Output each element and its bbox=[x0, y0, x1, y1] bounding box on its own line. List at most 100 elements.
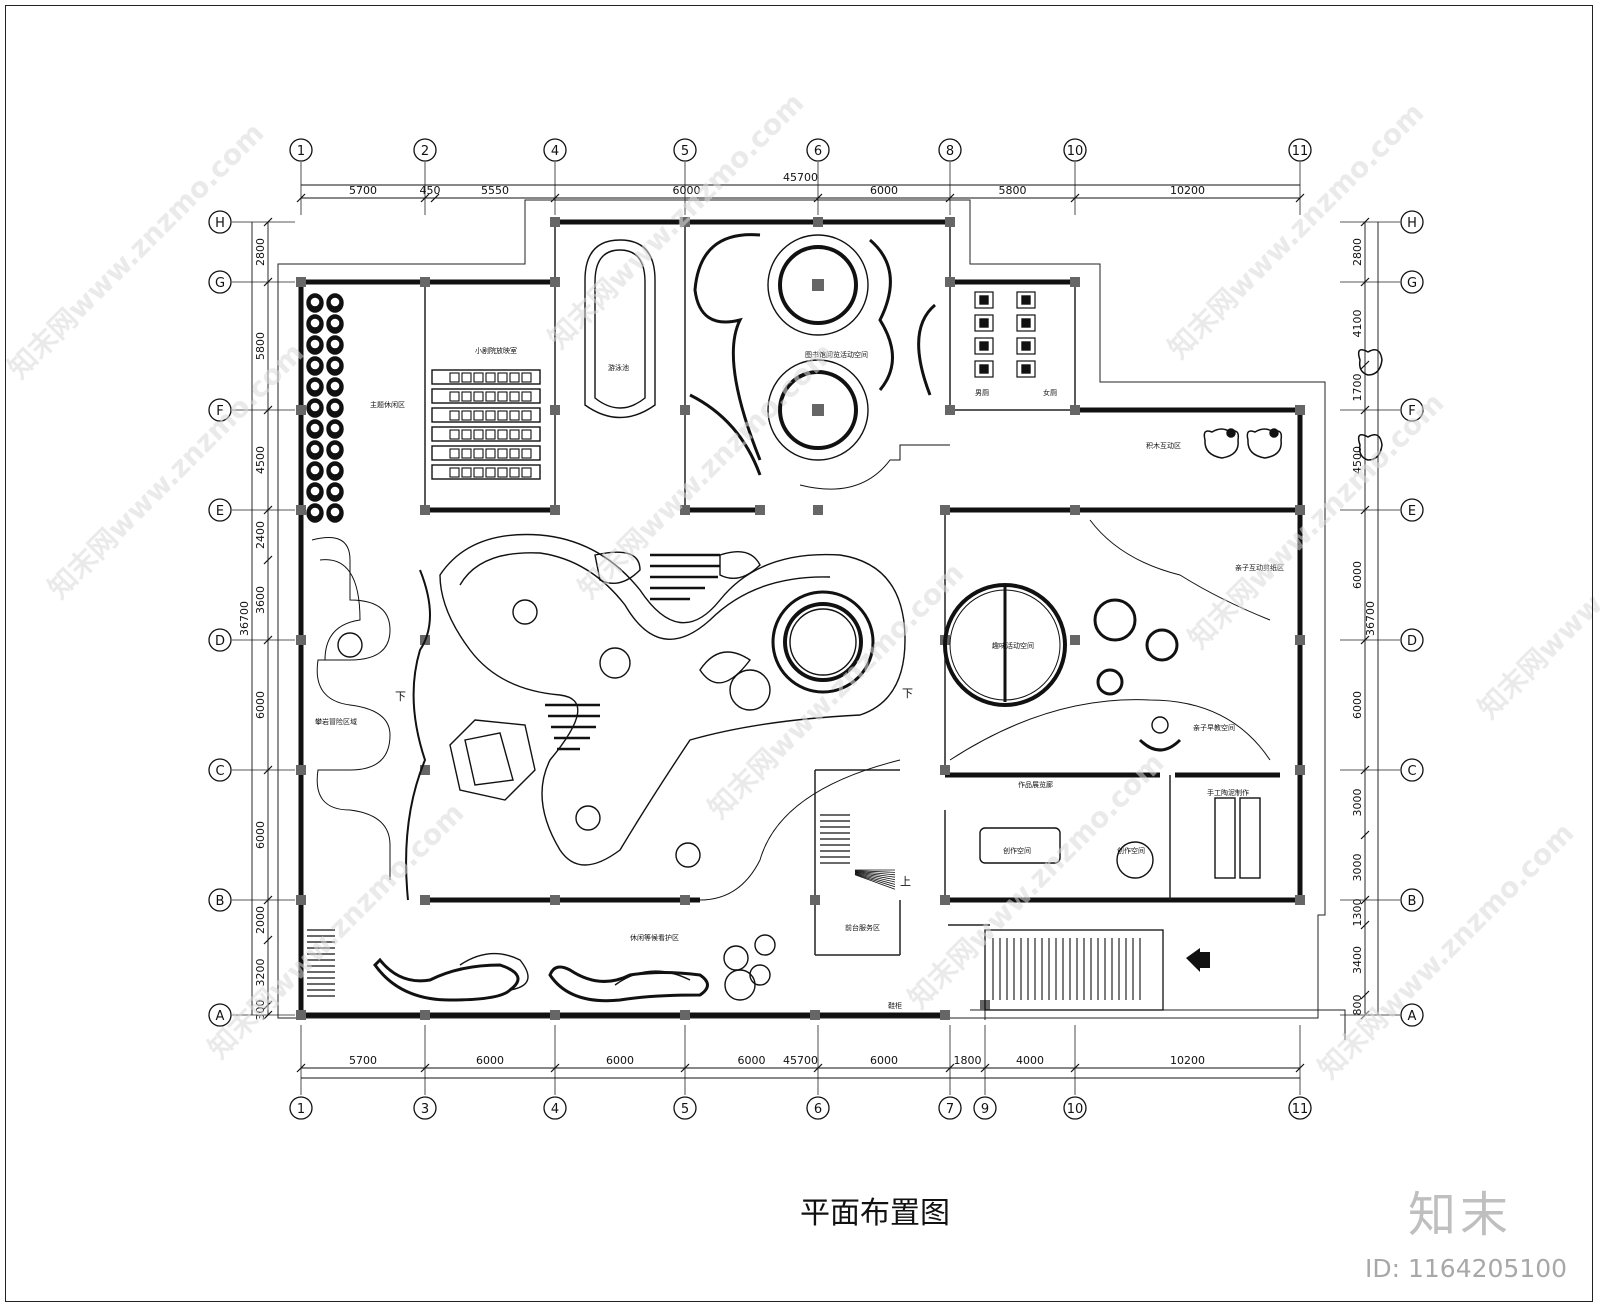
label-front-desk: 前台服务区 bbox=[845, 923, 880, 932]
axis-bubble-top-11: 11 bbox=[1288, 138, 1312, 162]
axis-bubble-right-D: D bbox=[1400, 628, 1424, 652]
svg-text:D: D bbox=[1407, 634, 1417, 649]
svg-text:1: 1 bbox=[297, 144, 305, 159]
svg-text:10: 10 bbox=[1067, 144, 1084, 159]
svg-text:5550: 5550 bbox=[481, 184, 509, 197]
svg-text:6000: 6000 bbox=[254, 821, 267, 849]
drawing-title: 平面布置图 bbox=[800, 1196, 950, 1231]
svg-text:2000: 2000 bbox=[254, 906, 267, 934]
svg-text:9: 9 bbox=[981, 1102, 989, 1117]
axis-bubble-bottom-7: 7 bbox=[938, 1096, 962, 1120]
axis-bubble-top-4: 4 bbox=[543, 138, 567, 162]
label-create-2: 创作空间 bbox=[1117, 846, 1145, 855]
brand-logo-text: 知末 bbox=[1408, 1187, 1513, 1243]
svg-text:5: 5 bbox=[681, 144, 689, 159]
axis-bubble-bottom-1: 1 bbox=[289, 1096, 313, 1120]
label-create-1: 创作空间 bbox=[1003, 846, 1031, 855]
svg-text:5: 5 bbox=[681, 1102, 689, 1117]
svg-text:2400: 2400 bbox=[254, 521, 267, 549]
room-labels: 主题休闲区 小剧院放映室 游泳池 图书馆阅览活动空间 男厕 女厕 积木互动区 亲… bbox=[315, 346, 1284, 1010]
axis-bubble-bottom-11: 11 bbox=[1288, 1096, 1312, 1120]
left-dimension-chain: 2800580045002400360060006000200032003003… bbox=[238, 217, 273, 1021]
axis-bubble-left-G: G bbox=[208, 270, 232, 294]
svg-text:45700: 45700 bbox=[783, 171, 818, 184]
svg-text:5700: 5700 bbox=[349, 184, 377, 197]
svg-text:3400: 3400 bbox=[1351, 946, 1364, 974]
axis-bubble-right-H: H bbox=[1400, 210, 1424, 234]
svg-text:6000: 6000 bbox=[1351, 691, 1364, 719]
label-down-left: 下 bbox=[395, 690, 406, 703]
right-dimension-chain: 2800410017004500600060003000300013003400… bbox=[1351, 217, 1379, 1020]
svg-text:11: 11 bbox=[1292, 144, 1309, 159]
axis-bubble-left-D: D bbox=[208, 628, 232, 652]
label-blocks: 积木互动区 bbox=[1146, 441, 1181, 450]
axis-bubble-right-A: A bbox=[1400, 1003, 1424, 1027]
svg-text:8: 8 bbox=[946, 144, 954, 159]
svg-text:4: 4 bbox=[551, 144, 559, 159]
entrance-arrow-icon bbox=[1186, 948, 1210, 972]
svg-text:4100: 4100 bbox=[1351, 310, 1364, 338]
stair-treads bbox=[307, 814, 1164, 1011]
svg-text:4500: 4500 bbox=[254, 446, 267, 474]
svg-text:1300: 1300 bbox=[1351, 899, 1364, 927]
svg-text:6000: 6000 bbox=[1351, 561, 1364, 589]
svg-text:B: B bbox=[1408, 894, 1417, 909]
svg-text:3000: 3000 bbox=[1351, 789, 1364, 817]
label-cinema: 小剧院放映室 bbox=[475, 346, 517, 355]
svg-text:300: 300 bbox=[254, 1000, 267, 1021]
svg-text:F: F bbox=[1408, 404, 1415, 419]
svg-text:7: 7 bbox=[946, 1102, 954, 1117]
svg-text:A: A bbox=[1408, 1009, 1417, 1024]
label-female-wc: 女厕 bbox=[1043, 388, 1057, 397]
axis-bubble-left-B: B bbox=[208, 888, 232, 912]
axis-bubble-top-1: 1 bbox=[289, 138, 313, 162]
svg-text:E: E bbox=[1408, 504, 1416, 519]
svg-text:6000: 6000 bbox=[738, 1054, 766, 1067]
cat-figures bbox=[1203, 349, 1383, 461]
svg-text:5700: 5700 bbox=[349, 1054, 377, 1067]
svg-text:5800: 5800 bbox=[254, 332, 267, 360]
label-pottery: 手工陶泥制作 bbox=[1207, 788, 1249, 797]
axis-bubble-left-C: C bbox=[208, 758, 232, 782]
svg-text:6000: 6000 bbox=[870, 1054, 898, 1067]
axis-bubble-left-E: E bbox=[208, 498, 232, 522]
svg-text:2800: 2800 bbox=[1351, 238, 1364, 266]
label-theme-rest: 主题休闲区 bbox=[370, 400, 405, 409]
svg-text:6000: 6000 bbox=[870, 184, 898, 197]
label-parent-paper: 亲子互动剪纸区 bbox=[1235, 563, 1284, 572]
axis-bubble-top-5: 5 bbox=[673, 138, 697, 162]
svg-text:45700: 45700 bbox=[783, 1054, 818, 1067]
svg-text:3600: 3600 bbox=[254, 586, 267, 614]
axis-bubble-bottom-3: 3 bbox=[413, 1096, 437, 1120]
label-up: 上 bbox=[900, 875, 911, 888]
svg-text:36700: 36700 bbox=[238, 601, 251, 636]
svg-text:3200: 3200 bbox=[254, 959, 267, 987]
label-pool: 游泳池 bbox=[608, 363, 629, 372]
drawing-id: ID: 1164205100 bbox=[1365, 1254, 1568, 1283]
label-parent-early: 亲子早教空间 bbox=[1193, 723, 1235, 732]
axis-bubble-right-G: G bbox=[1400, 270, 1424, 294]
axis-bubble-top-2: 2 bbox=[413, 138, 437, 162]
toilet-stalls bbox=[974, 291, 1036, 378]
svg-text:6000: 6000 bbox=[254, 691, 267, 719]
label-down-right: 下 bbox=[902, 687, 913, 700]
svg-text:11: 11 bbox=[1292, 1102, 1309, 1117]
axis-bubble-right-B: B bbox=[1400, 888, 1424, 912]
drawing-frame bbox=[5, 5, 1593, 1302]
pool-outline bbox=[584, 239, 656, 419]
svg-text:C: C bbox=[215, 764, 224, 779]
svg-text:H: H bbox=[1407, 216, 1417, 231]
svg-text:D: D bbox=[215, 634, 225, 649]
label-lounge: 休闲等候看护区 bbox=[630, 933, 679, 942]
furniture bbox=[306, 233, 1271, 1011]
svg-text:1800: 1800 bbox=[954, 1054, 982, 1067]
svg-text:F: F bbox=[216, 404, 223, 419]
label-fun-activity: 趣味活动空间 bbox=[992, 641, 1034, 650]
axis-bubble-left-F: F bbox=[208, 398, 232, 422]
svg-text:4: 4 bbox=[551, 1102, 559, 1117]
svg-text:6000: 6000 bbox=[476, 1054, 504, 1067]
svg-text:H: H bbox=[215, 216, 225, 231]
label-library: 图书馆阅览活动空间 bbox=[805, 350, 868, 359]
svg-text:4000: 4000 bbox=[1016, 1054, 1044, 1067]
